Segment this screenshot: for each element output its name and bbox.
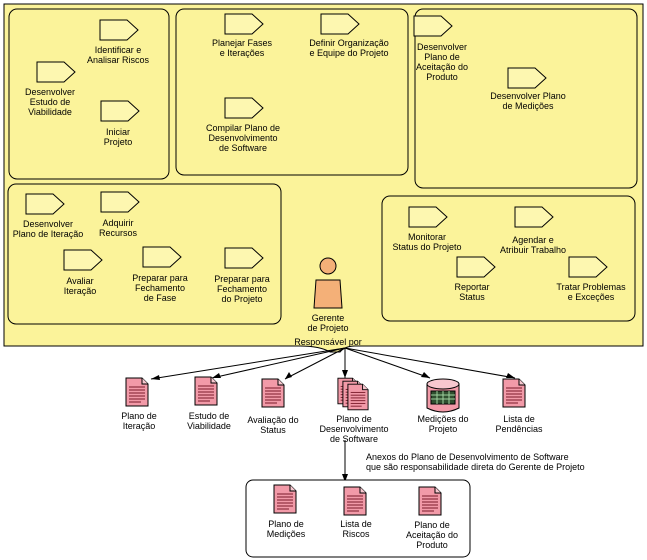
artifact-medicoes-projeto: Medições do Projeto <box>417 414 469 434</box>
panel-planning <box>175 8 409 176</box>
activity-iniciar-projeto: Iniciar Projeto <box>103 127 133 147</box>
activity-plano-iteracao: Desenvolver Plano de Iteração <box>12 219 84 239</box>
panel-inception <box>8 8 170 180</box>
activity-plano-aceitacao: Desenvolver Plano de Aceitação do Produt… <box>415 42 469 82</box>
arrow-heads <box>151 370 515 482</box>
activity-preparar-projeto: Preparar para Fechamento do Projeto <box>214 274 270 304</box>
activity-definir-organizacao: Definir Organização e Equipe do Projeto <box>309 38 389 58</box>
database-icon <box>426 378 460 413</box>
document-icon <box>261 378 285 408</box>
panel-acceptance <box>414 8 638 189</box>
document-icon <box>125 377 149 407</box>
panel-monitoring <box>381 195 636 322</box>
artifact-pds: Plano de Desenvolvimento de Software <box>319 414 389 444</box>
annex-note: Anexos do Plano de Desenvolvimento de So… <box>366 452 585 472</box>
activity-agendar-trabalho: Agendar e Atribuir Trabalho <box>499 235 567 255</box>
activity-reportar-status: Reportar Status <box>454 282 490 302</box>
activity-adquirir-recursos: Adquirir Recursos <box>98 218 137 238</box>
annex-panel <box>245 479 471 558</box>
annex-plano-aceitacao: Plano de Aceitação do Produto <box>405 520 459 550</box>
relation-label: Responsável por <box>294 337 362 347</box>
activity-planejar-fases: Planejar Fases e Iterações <box>211 38 273 58</box>
document-icon <box>343 486 367 516</box>
activity-monitorar-status: Monitorar Status do Projeto <box>392 232 462 252</box>
document-stack-icon <box>347 383 369 411</box>
activity-avaliar-iteracao: Avaliar Iteração <box>63 276 97 296</box>
document-icon <box>502 378 526 408</box>
activity-estudo-viabilidade: Desenvolver Estudo de Viabilidade <box>24 87 76 117</box>
artifact-plano-iteracao: Plano de Iteração <box>121 411 157 431</box>
document-icon <box>194 376 218 406</box>
activity-plano-medicoes: Desenvolver Plano de Medições <box>490 91 566 111</box>
actor-icon <box>313 257 343 309</box>
artifact-avaliacao-status: Avaliação do Status <box>247 415 299 435</box>
activity-preparar-fase: Preparar para Fechamento de Fase <box>132 273 188 303</box>
actor-name: Gerente de Projeto <box>307 313 349 333</box>
annex-lista-riscos: Lista de Riscos <box>340 519 372 539</box>
activity-tratar-problemas: Tratar Problemas e Exceções <box>556 282 626 302</box>
artifact-lista-pendencias: Lista de Pendências <box>495 414 543 434</box>
artifact-estudo-viabilidade: Estudo de Viabilidade <box>187 411 231 431</box>
annex-plano-medicoes: Plano de Medições <box>266 519 306 539</box>
document-icon <box>418 486 442 516</box>
activity-compilar-plano: Compilar Plano de Desenvolvimento de Sof… <box>205 123 281 153</box>
document-icon <box>273 484 297 514</box>
activity-identificar-riscos: Identificar e Analisar Riscos <box>86 45 150 65</box>
